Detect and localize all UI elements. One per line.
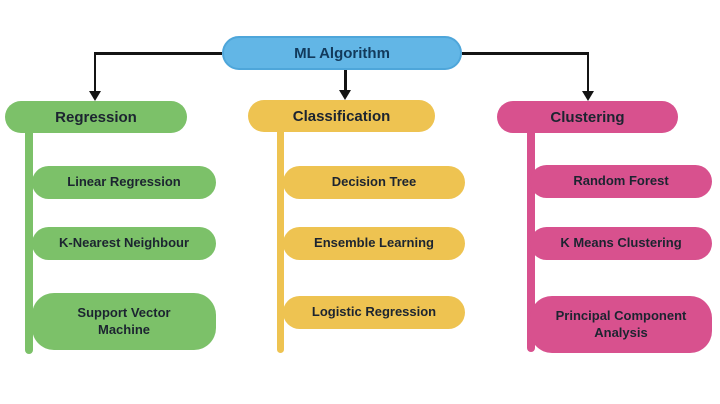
node-k-nearest-neighbour: K-Nearest Neighbour <box>32 227 216 260</box>
arrowhead-right-icon <box>582 91 594 101</box>
connector-right-horizontal <box>462 52 588 55</box>
node-label: Decision Tree <box>331 174 417 190</box>
node-label: Principal Component Analysis <box>555 307 687 340</box>
node-label: Linear Regression <box>67 174 181 190</box>
node-support-vector-machine: Support Vector Machine <box>32 293 216 350</box>
root-node-label: ML Algorithm <box>294 44 390 62</box>
node-label: Support Vector Machine <box>77 304 171 337</box>
node-linear-regression: Linear Regression <box>32 166 216 199</box>
node-logistic-regression: Logistic Regression <box>283 296 465 329</box>
arrowhead-middle-icon <box>339 90 351 100</box>
root-node-ml-algorithm: ML Algorithm <box>222 36 462 70</box>
connector-right-vertical <box>586 52 589 92</box>
node-label: K-Nearest Neighbour <box>58 235 190 251</box>
branch-header-classification: Classification <box>248 100 435 132</box>
arrowhead-left-icon <box>89 91 101 101</box>
connector-left-vertical <box>93 52 96 92</box>
node-label: Logistic Regression <box>311 304 437 320</box>
connector-left-horizontal <box>94 52 222 55</box>
node-label: Ensemble Learning <box>314 235 434 251</box>
node-principal-component-analysis: Principal Component Analysis <box>530 296 712 353</box>
node-decision-tree: Decision Tree <box>283 166 465 199</box>
branch-spine-classification <box>277 130 284 353</box>
node-k-means-clustering: K Means Clustering <box>530 227 712 260</box>
branch-spine-regression <box>25 130 33 354</box>
node-label: K Means Clustering <box>560 235 682 251</box>
node-label: Random Forest <box>573 173 669 189</box>
branch-header-label: Classification <box>292 107 391 125</box>
connector-middle-vertical <box>344 70 347 91</box>
branch-header-label: Regression <box>55 108 137 126</box>
branch-header-label: Clustering <box>550 108 625 126</box>
node-random-forest: Random Forest <box>530 165 712 198</box>
node-ensemble-learning: Ensemble Learning <box>283 227 465 260</box>
branch-header-regression: Regression <box>5 101 187 133</box>
branch-header-clustering: Clustering <box>497 101 678 133</box>
